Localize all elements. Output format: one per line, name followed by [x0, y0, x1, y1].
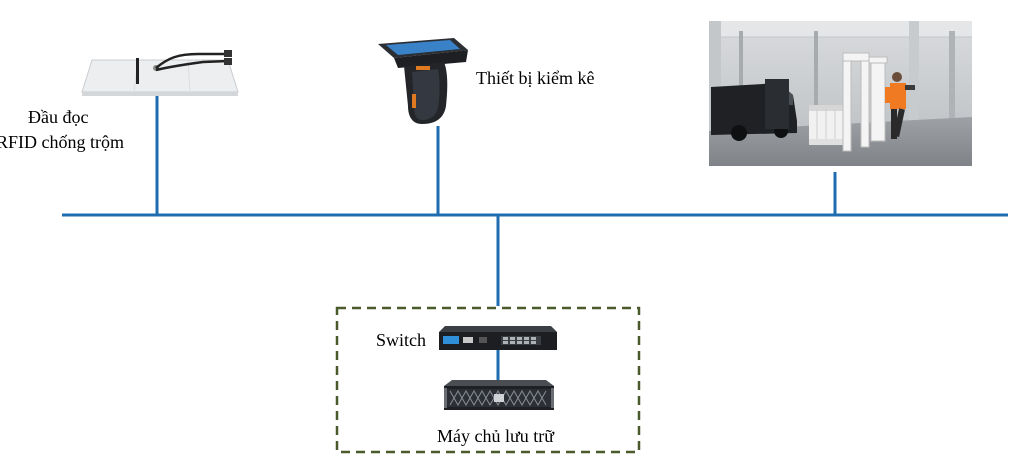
handheld-scanner-icon — [376, 36, 472, 126]
rack-server-icon — [444, 380, 554, 412]
rfid-reader-label-line1: Đầu đọc — [28, 107, 89, 127]
server-group-frame — [335, 306, 641, 454]
network-switch-icon — [439, 326, 558, 351]
switch-label: Switch — [376, 330, 427, 350]
rfid-reader-label-line2: RFID chống trộm — [0, 132, 124, 152]
rfid-panel-reader-icon — [78, 48, 240, 100]
warehouse-rfid-gate-photo — [709, 21, 972, 166]
inventory-device-label: Thiết bị kiểm kê — [476, 68, 595, 88]
storage-server-label: Máy chủ lưu trữ — [437, 426, 554, 446]
